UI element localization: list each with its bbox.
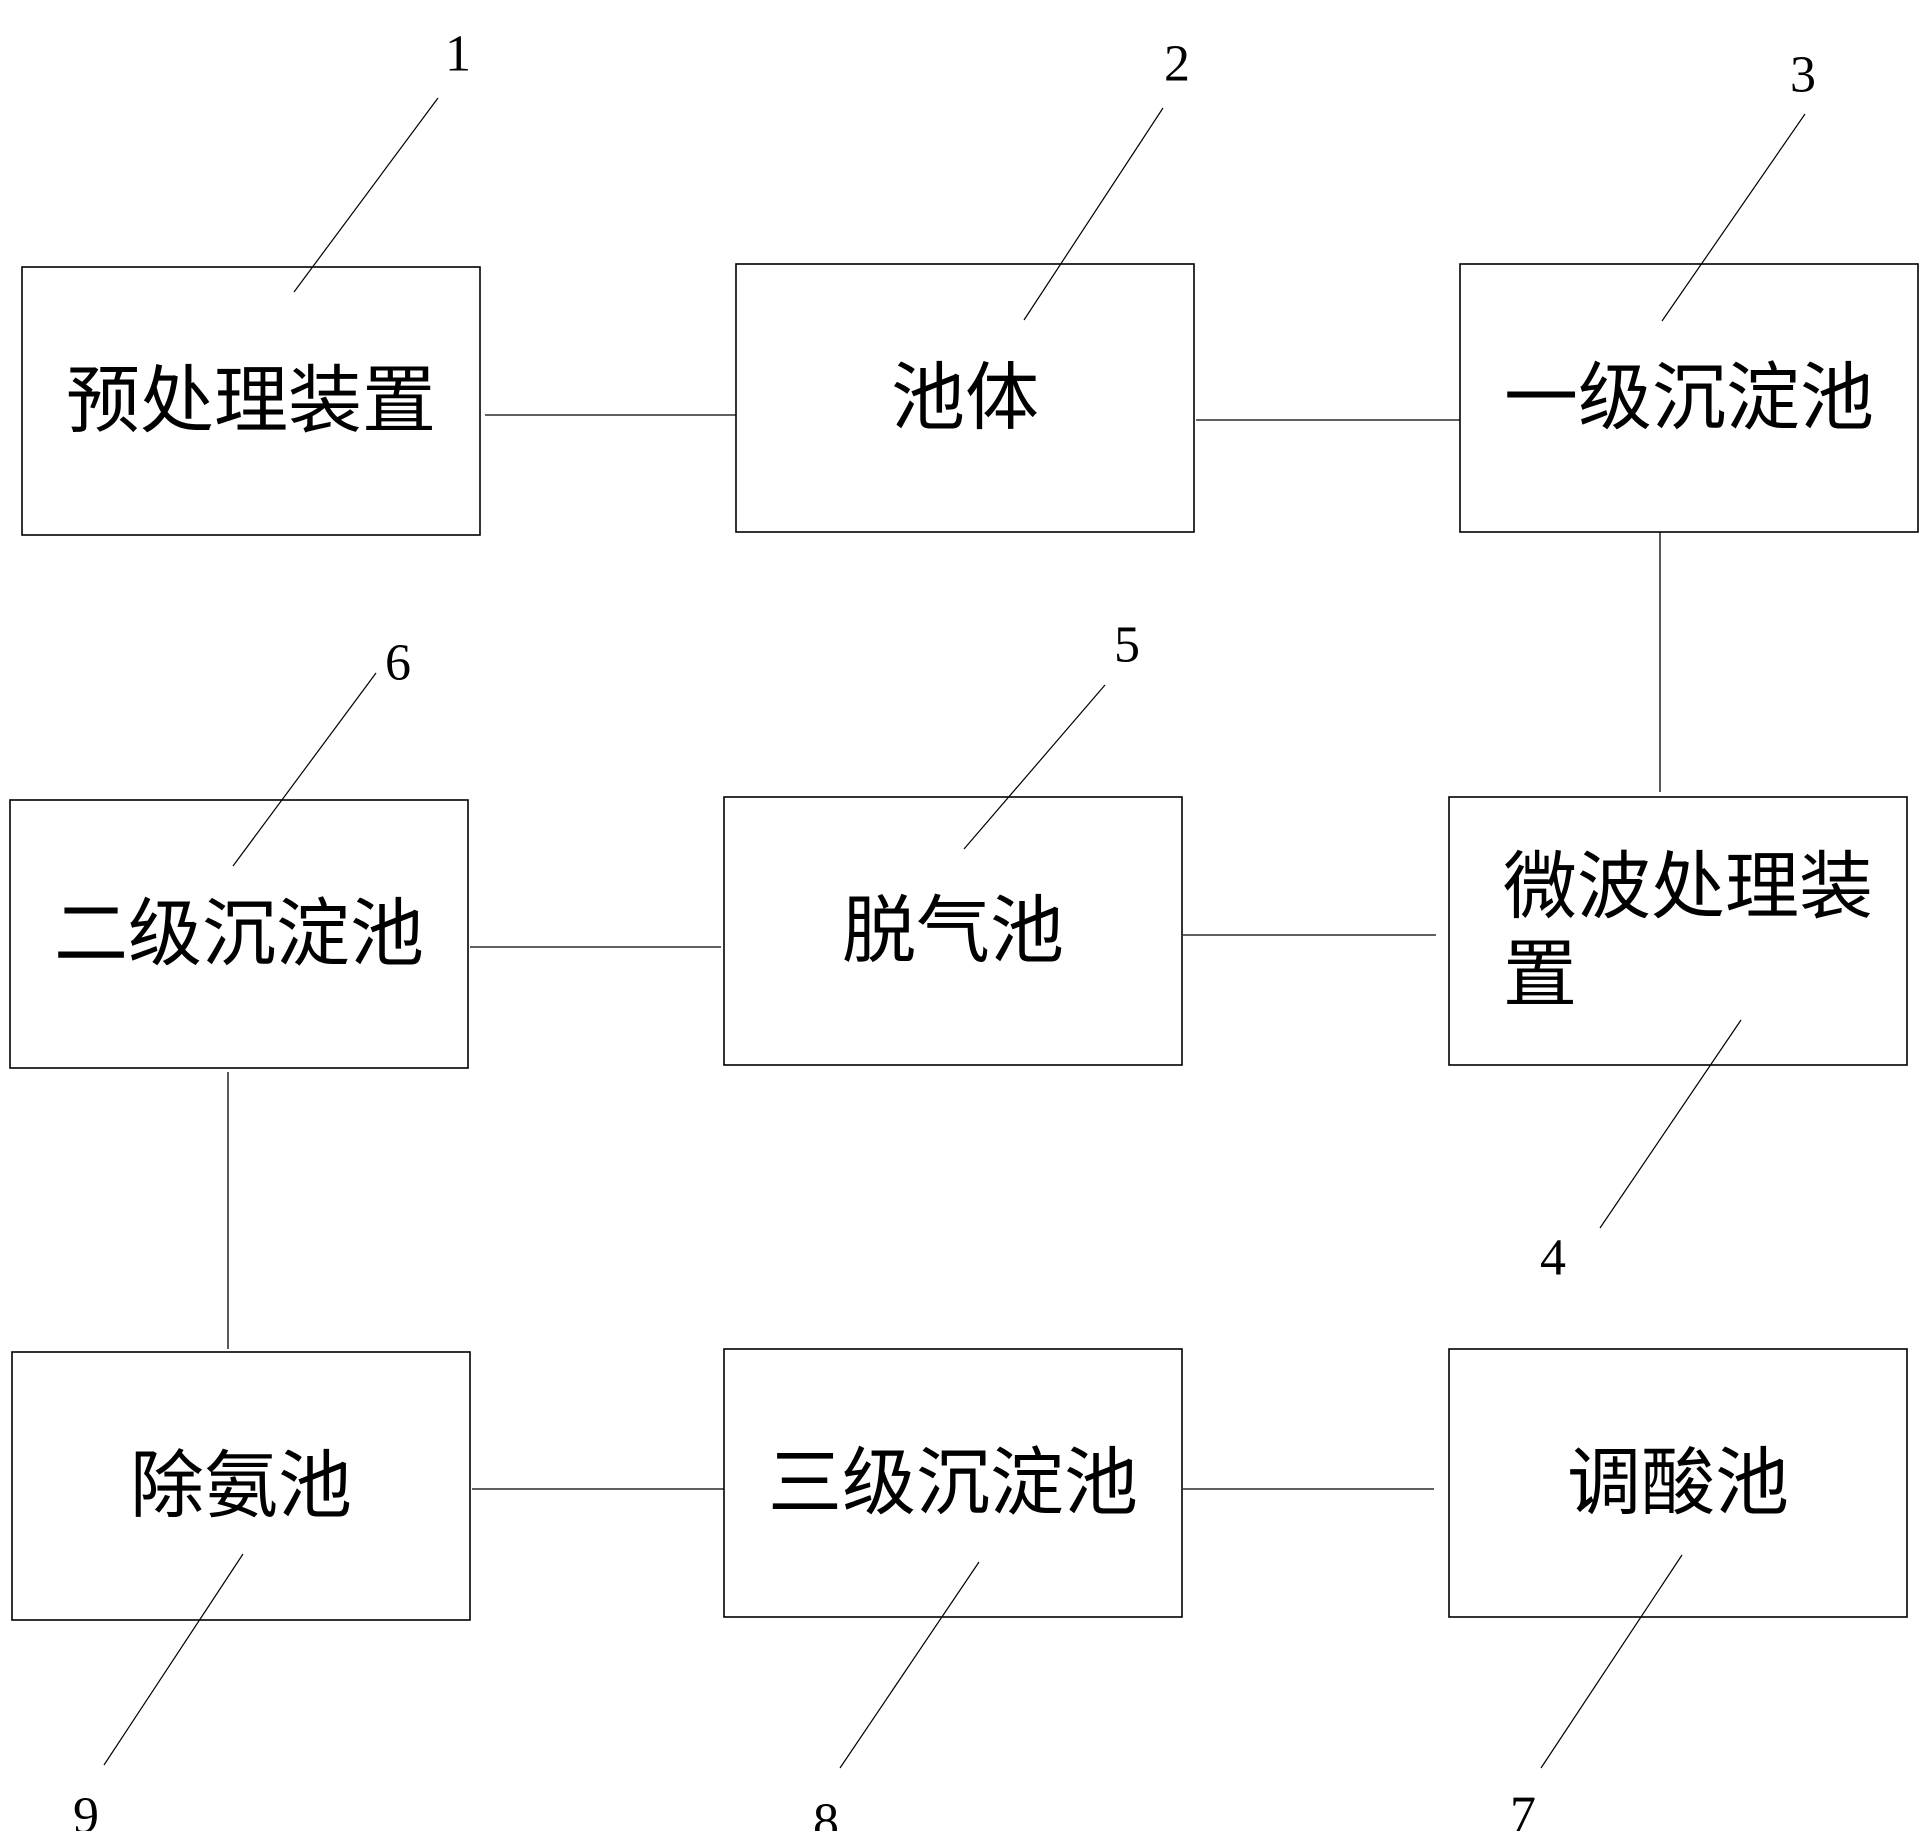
box-1-frame [21,266,481,536]
ref-number-9: 9 [73,1788,99,1831]
box-4-label: 微波处理装 [1503,844,1873,930]
box-9-label: 除氨池 [130,1443,352,1529]
box-2-label: 池体 [891,355,1039,441]
box-3: 一级沉淀池 [1459,263,1919,533]
leader-line-5 [963,684,1106,850]
ref-number-8: 8 [813,1794,839,1831]
box-2-frame [735,263,1195,533]
box-1: 预处理装置 [21,266,481,536]
ref-number-3: 3 [1790,47,1816,104]
ref-number-1: 1 [445,26,471,83]
box-9: 除氨池 [11,1351,471,1621]
box-5-frame [723,796,1183,1066]
ref-number-2: 2 [1164,36,1190,93]
ref-number-5: 5 [1114,617,1140,674]
ref-number-4: 4 [1540,1230,1566,1287]
box-2: 池体 [735,263,1195,533]
leader-line-9 [103,1553,244,1766]
box-3-frame [1459,263,1919,533]
box-3-label: 一级沉淀池 [1504,355,1874,441]
box-8-frame [723,1348,1183,1618]
box-4-frame [1448,796,1908,1066]
box-6: 二级沉淀池 [9,799,469,1069]
box-6-frame [9,799,469,1069]
box-7-label: 调酸池 [1567,1440,1789,1526]
box-6-label: 二级沉淀池 [54,891,424,977]
box-5-label: 脱气池 [842,888,1064,974]
ref-number-7: 7 [1510,1787,1536,1831]
box-7-frame [1448,1348,1908,1618]
leader-line-1 [293,97,439,293]
leader-line-7 [1540,1554,1683,1769]
ref-number-6: 6 [385,635,411,692]
box-9-frame [11,1351,471,1621]
box-1-label: 预处理装置 [66,358,436,444]
leader-line-8 [839,1561,980,1769]
leader-line-4 [1599,1019,1742,1229]
box-4-label: 置 [1503,932,1577,1018]
box-8-label: 三级沉淀池 [768,1440,1138,1526]
box-5: 脱气池 [723,796,1183,1066]
leader-line-3 [1661,113,1806,322]
box-7: 调酸池 [1448,1348,1908,1618]
leader-line-6 [232,672,377,867]
leader-line-2 [1023,107,1164,321]
box-8: 三级沉淀池 [723,1348,1183,1618]
